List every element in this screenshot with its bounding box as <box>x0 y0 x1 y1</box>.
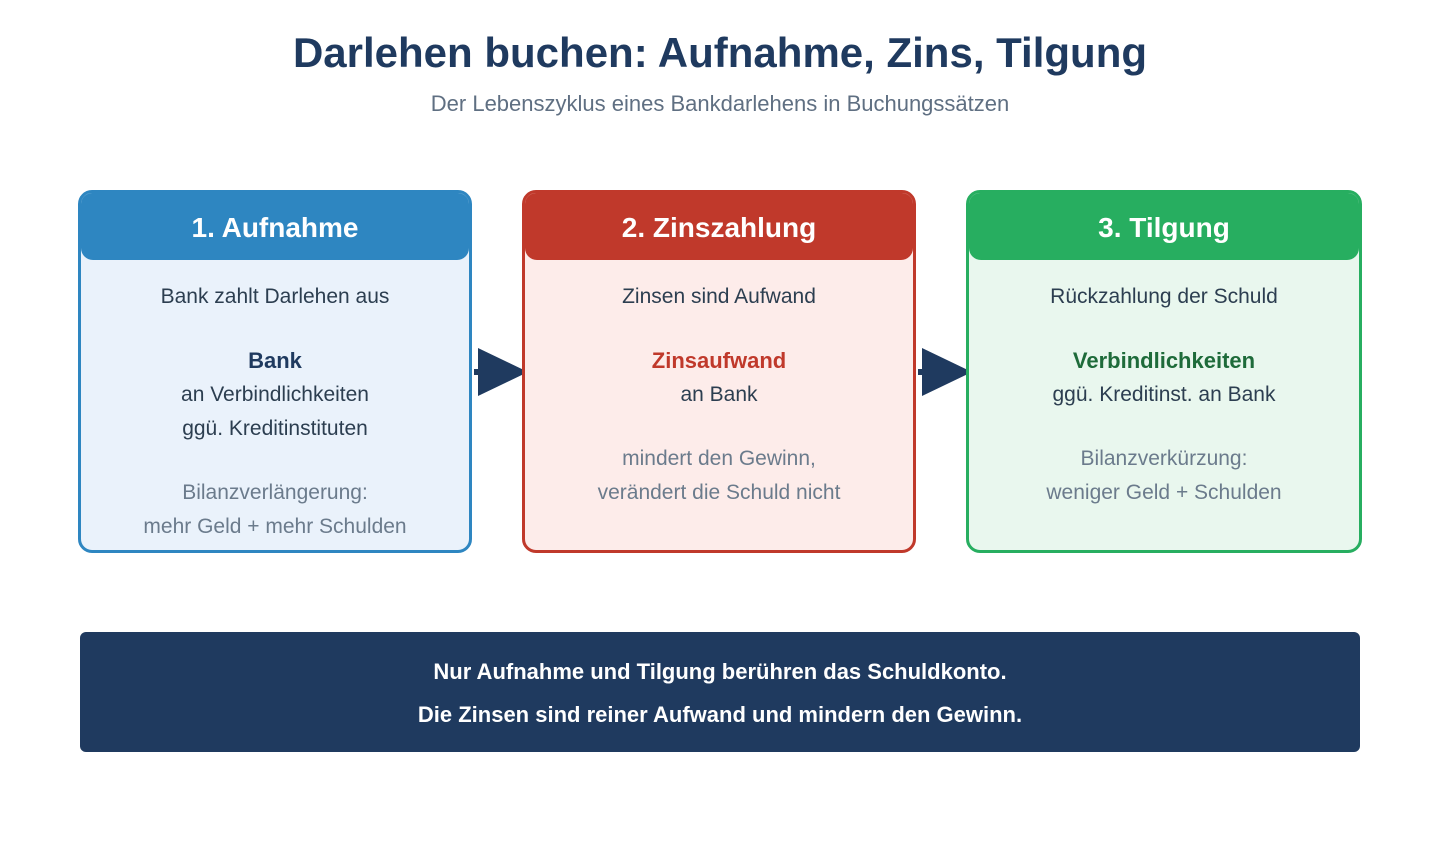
booking-text: an Bank <box>525 378 913 412</box>
booking-text: ggü. Kreditinst. an Bank <box>969 378 1359 412</box>
booking-line: ggü. Kreditinst. an Bank <box>1052 383 1276 406</box>
step-body: Rückzahlung der Schuld Verbindlichkeiten… <box>969 280 1359 510</box>
arrow-right-icon <box>474 348 528 396</box>
step-note: mindert den Gewinn, verändert die Schuld… <box>525 442 913 510</box>
step-card-zinszahlung: 2. Zinszahlung Zinsen sind Aufwand Zinsa… <box>522 190 916 553</box>
debit-account: Verbindlichkeiten <box>1072 348 1256 373</box>
note-line: weniger Geld + Schulden <box>1046 481 1282 504</box>
note-line: mehr Geld + mehr Schulden <box>143 515 407 538</box>
step-intro: Bank zahlt Darlehen aus <box>160 285 390 308</box>
note-line: Bilanzverkürzung: <box>1080 447 1248 470</box>
step-body: Zinsen sind Aufwand Zinsaufwand an Bank … <box>525 280 913 510</box>
debit-account: Zinsaufwand <box>651 348 787 373</box>
arrow-right-icon <box>918 348 972 396</box>
booking-line: an Verbindlichkeiten <box>181 383 369 406</box>
step-intro: Rückzahlung der Schuld <box>1050 285 1278 308</box>
booking-text: an Verbindlichkeiten ggü. Kreditinstitut… <box>81 378 469 446</box>
page-subtitle: Der Lebenszyklus eines Bankdarlehens in … <box>430 91 1010 116</box>
step-card-aufnahme: 1. Aufnahme Bank zahlt Darlehen aus Bank… <box>78 190 472 553</box>
summary-line: Die Zinsen sind reiner Aufwand und minde… <box>417 702 1023 727</box>
step-intro: Zinsen sind Aufwand <box>622 285 816 308</box>
step-title: 2. Zinszahlung <box>525 193 913 260</box>
summary-box: Nur Aufnahme und Tilgung berühren das Sc… <box>80 632 1360 752</box>
step-title: 3. Tilgung <box>969 193 1359 260</box>
step-body: Bank zahlt Darlehen aus Bank an Verbindl… <box>81 280 469 544</box>
note-line: Bilanzverlängerung: <box>182 481 368 504</box>
step-title: 1. Aufnahme <box>81 193 469 260</box>
summary-line: Nur Aufnahme und Tilgung berühren das Sc… <box>433 659 1007 684</box>
step-card-tilgung: 3. Tilgung Rückzahlung der Schuld Verbin… <box>966 190 1362 553</box>
step-note: Bilanzverkürzung: weniger Geld + Schulde… <box>969 442 1359 510</box>
booking-line: an Bank <box>680 383 758 406</box>
debit-account: Bank <box>248 348 302 373</box>
page-title: Darlehen buchen: Aufnahme, Zins, Tilgung <box>292 29 1148 76</box>
booking-line: ggü. Kreditinstituten <box>182 417 368 440</box>
note-line: mindert den Gewinn, <box>622 447 816 470</box>
note-line: verändert die Schuld nicht <box>597 481 841 504</box>
step-note: Bilanzverlängerung: mehr Geld + mehr Sch… <box>81 476 469 544</box>
